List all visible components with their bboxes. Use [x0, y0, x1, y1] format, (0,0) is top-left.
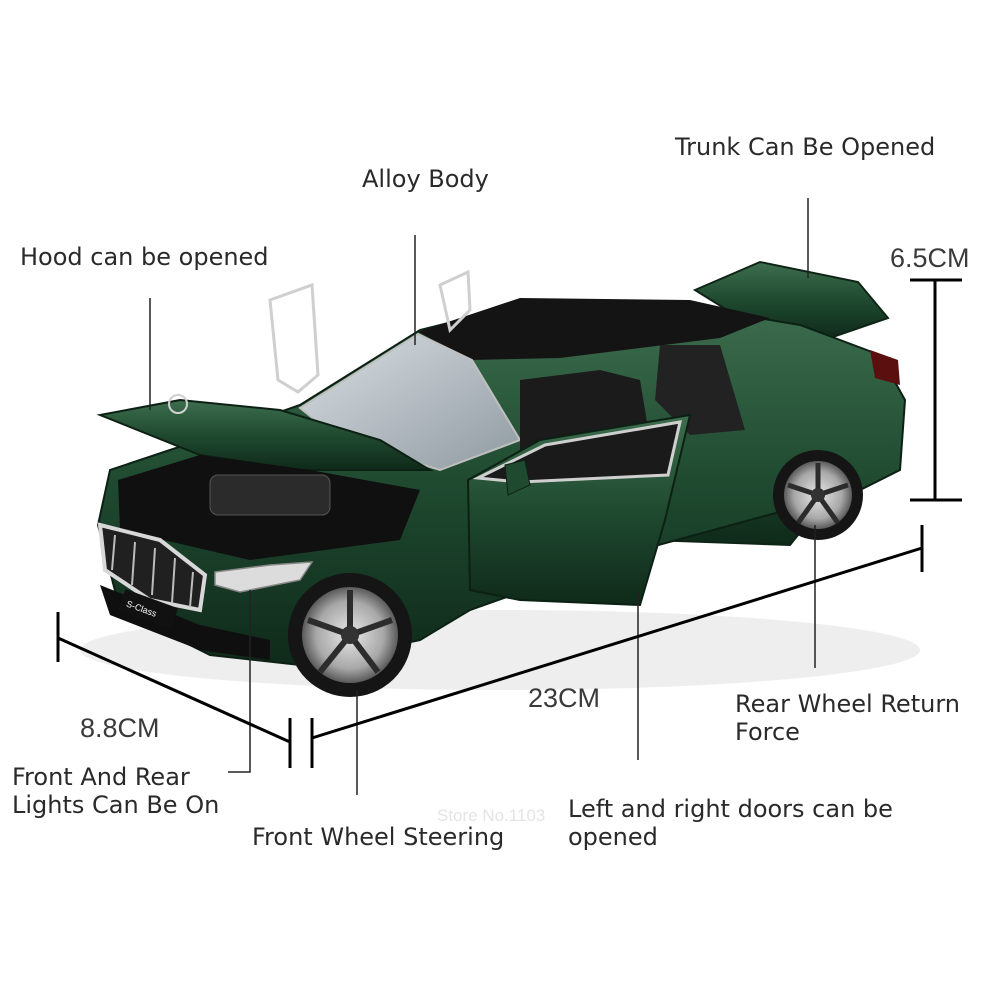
- dimension-lines: [56, 278, 962, 768]
- side-mirror: [504, 459, 531, 496]
- doors-label-line1: Left and right doors can be: [568, 795, 893, 823]
- doors-label: Left and right doors can be opened: [568, 795, 893, 851]
- width-line: [57, 636, 291, 744]
- lights-leader: [228, 590, 251, 773]
- taillight: [870, 350, 900, 385]
- steering-label: Front Wheel Steering: [252, 823, 505, 851]
- rear-wheel: [773, 450, 863, 540]
- roof: [418, 298, 770, 360]
- lights-label: Front And Rear Lights Can Be On: [12, 763, 219, 819]
- rear-wheel-label-line1: Rear Wheel Return: [735, 690, 960, 718]
- length-line: [311, 546, 923, 740]
- left-rear-door-open: [438, 269, 472, 333]
- doors-label-line2: opened: [568, 823, 658, 851]
- rear-wheel-label: Rear Wheel Return Force: [735, 690, 960, 746]
- headlight: [214, 561, 314, 593]
- front-grille: [97, 522, 208, 613]
- lights-label-line1: Front And Rear: [12, 763, 190, 791]
- left-front-door-open: [268, 282, 320, 394]
- front-wheel: [288, 573, 412, 697]
- engine-cover: [209, 474, 331, 516]
- rear-seat: [655, 345, 745, 435]
- license-plate: [117, 589, 179, 629]
- hood-emblem: [168, 394, 188, 414]
- length-dimension: 23CM: [528, 683, 601, 713]
- alloy-body-label: Alloy Body: [362, 165, 489, 193]
- trunk-label: Trunk Can Be Opened: [675, 133, 936, 161]
- store-watermark: Store No.1103: [437, 806, 546, 825]
- height-dimension: 6.5CM: [890, 243, 970, 273]
- hood-label: Hood can be opened: [20, 243, 269, 271]
- callout-lines: [149, 198, 816, 795]
- rear-wheel-label-line2: Force: [735, 718, 800, 746]
- lights-label-line2: Lights Can Be On: [12, 791, 220, 819]
- grille-slats: [111, 534, 194, 608]
- width-dimension: 8.8CM: [80, 713, 160, 743]
